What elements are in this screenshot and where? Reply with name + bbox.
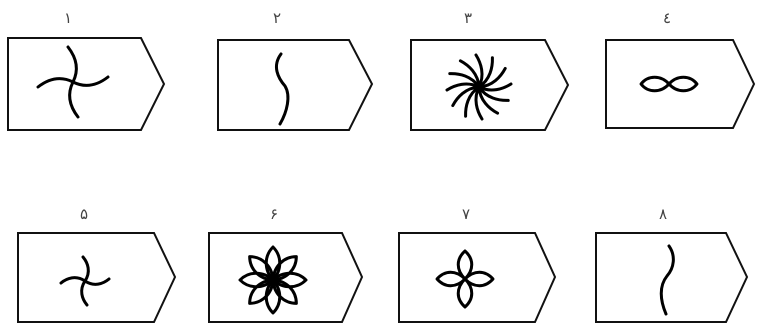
- single-s-curve-long-icon: [661, 246, 673, 314]
- figure-2-pentagon-frame: [218, 40, 372, 130]
- figure-1: ۱: [8, 9, 164, 130]
- figure-2: ۲: [218, 9, 372, 130]
- figure-8-pentagon-frame: [596, 233, 747, 322]
- figure-6-label: ۶: [270, 205, 278, 223]
- figure-7-label: ۷: [462, 205, 470, 223]
- figure-7: ۷: [399, 205, 555, 322]
- figure-8-label: ۸: [659, 205, 667, 223]
- two-petal-lens-icon: [641, 77, 697, 91]
- figure-3: ۳: [411, 9, 568, 130]
- figure-2-label: ۲: [273, 9, 281, 27]
- figure-1-label: ۱: [64, 9, 72, 27]
- figure-3-label: ۳: [464, 9, 472, 27]
- single-s-curve-icon: [276, 54, 287, 124]
- twelve-curved-arms-pinwheel-icon: [447, 55, 511, 119]
- four-curved-arms-pinwheel-icon: [38, 47, 108, 117]
- figure-5-label: ۵: [80, 205, 88, 223]
- figure-8: ۸: [596, 205, 747, 322]
- figure-4: ٤: [606, 9, 754, 128]
- figure-4-pentagon-frame: [606, 40, 754, 128]
- figure-4-label: ٤: [663, 9, 671, 27]
- figure-7-pentagon-frame: [399, 233, 555, 322]
- four-petal-flower-icon: [437, 251, 493, 307]
- figure-6: ۶: [209, 205, 362, 322]
- four-short-curved-arms-icon: [61, 257, 109, 305]
- eight-petal-flower-icon: [240, 247, 306, 313]
- figure-5-pentagon-frame: [18, 233, 175, 322]
- figure-5: ۵: [18, 205, 175, 322]
